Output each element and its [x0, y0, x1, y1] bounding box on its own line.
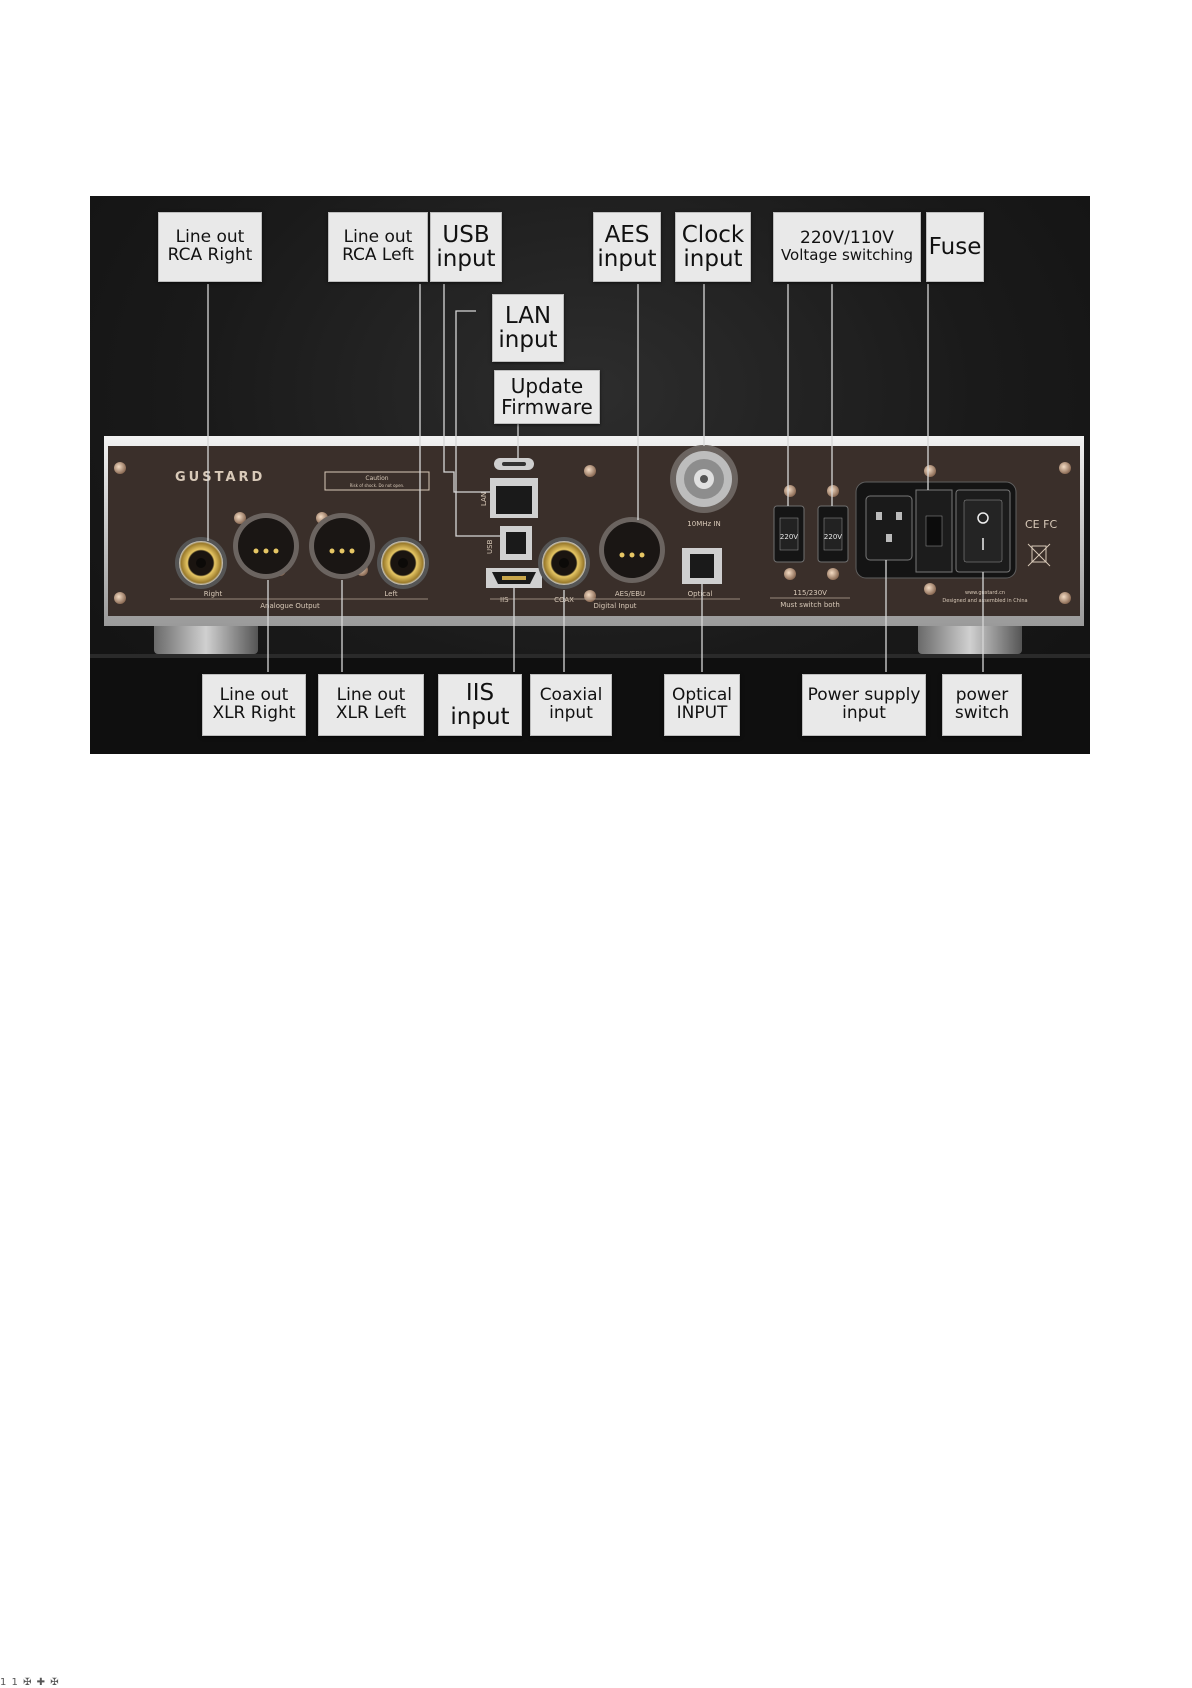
footer-mark: 1 1 ✠ ✚ ✠	[0, 1677, 60, 1688]
caution-label	[324, 471, 430, 491]
svg-text:Optical: Optical	[688, 590, 713, 598]
svg-text:10MHz IN: 10MHz IN	[687, 520, 720, 528]
coaxial-jack	[538, 537, 590, 589]
svg-text:IIS: IIS	[500, 596, 509, 604]
leader-lines	[207, 284, 984, 672]
svg-text:220V: 220V	[780, 533, 798, 541]
svg-text:LAN: LAN	[480, 492, 488, 506]
xlr-right-connector	[233, 513, 299, 579]
callout-fuse: Fuse	[926, 212, 984, 282]
foot-right	[918, 620, 1022, 654]
svg-text:Caution: Caution	[365, 475, 388, 482]
svg-text:www.gustard.cn: www.gustard.cn	[965, 590, 1005, 596]
svg-text:Left: Left	[384, 590, 397, 598]
svg-text:AES/EBU: AES/EBU	[615, 590, 645, 598]
rca-right-jack	[175, 537, 227, 589]
svg-text:Digital Input: Digital Input	[593, 602, 636, 610]
fuse-holder	[915, 489, 953, 573]
svg-text:CE FC: CE FC	[1025, 518, 1057, 531]
voltage-switch-1: 220V	[773, 505, 805, 563]
rear-panel-illustration: GUSTARD Caution Risk of shock. Do not op…	[90, 284, 1090, 754]
weee-icon	[1027, 543, 1051, 567]
rear-panel-diagram: GUSTARD Caution Risk of shock. Do not op…	[90, 196, 1090, 754]
clock-bnc-connector	[670, 445, 738, 513]
brand-logo: GUSTARD	[175, 470, 265, 485]
svg-text:USB: USB	[486, 539, 494, 554]
aes-xlr-connector	[599, 517, 665, 583]
svg-text:Analogue Output: Analogue Output	[260, 602, 320, 610]
xlr-left-connector	[309, 513, 375, 579]
svg-text:115/230V: 115/230V	[793, 589, 827, 597]
svg-text:Must switch both: Must switch both	[780, 601, 840, 609]
iec-power-inlet	[865, 495, 913, 561]
foot-left	[154, 620, 258, 654]
voltage-switch-2: 220V	[817, 505, 849, 563]
power-rocker-switch	[955, 489, 1011, 573]
svg-text:Designed and assembled in Chin: Designed and assembled in China	[942, 598, 1027, 604]
svg-text:Right: Right	[204, 590, 223, 598]
svg-text:Risk of shock. Do not open.: Risk of shock. Do not open.	[350, 483, 405, 488]
svg-text:220V: 220V	[824, 533, 842, 541]
rca-left-jack	[377, 537, 429, 589]
